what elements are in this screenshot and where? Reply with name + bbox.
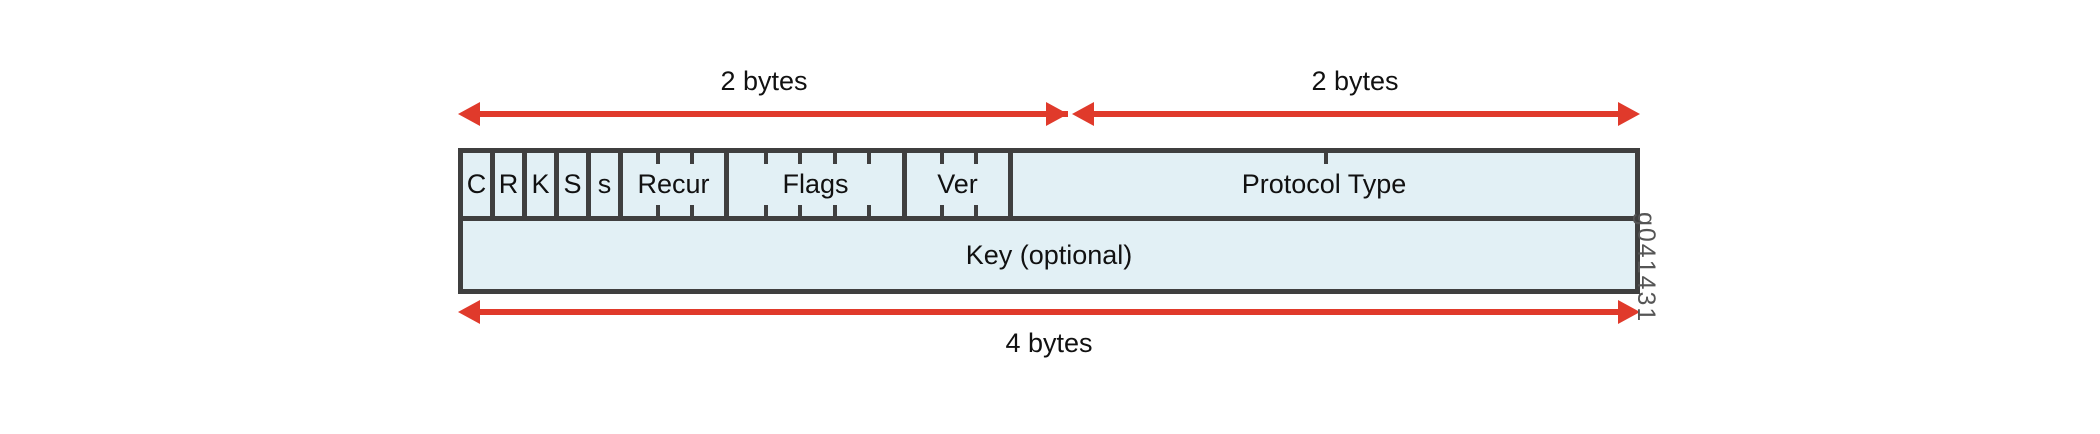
field-label: S (563, 169, 582, 199)
arrow-head-right-icon (1046, 102, 1068, 126)
field-cell-s-upper: S (559, 153, 591, 216)
arrow-head-left-icon (458, 300, 480, 324)
bit-tick-icon (656, 153, 661, 164)
field-cell-ver: Ver (907, 153, 1013, 216)
bit-tick-icon (798, 153, 803, 164)
header-row-key: Key (optional) (463, 221, 1635, 289)
arrow-head-right-icon (1618, 102, 1640, 126)
bit-tick-icon (973, 153, 978, 164)
span-arrow-top-right (1072, 102, 1640, 126)
field-label: C (466, 169, 487, 199)
bit-tick-icon (689, 205, 694, 216)
field-cell-protocol-type: Protocol Type (1013, 153, 1635, 216)
header-row-flags: C R K S s Recur (463, 153, 1635, 221)
field-cell-key: Key (optional) (463, 221, 1635, 289)
bit-tick-icon (798, 205, 803, 216)
bit-tick-icon (940, 153, 945, 164)
bit-tick-icon (1324, 153, 1328, 164)
bit-tick-icon (867, 205, 872, 216)
field-label: Flags (782, 169, 849, 199)
span-label-bottom: 4 bytes (1005, 328, 1093, 358)
figure-id-label: g041431 (1632, 212, 1660, 324)
bit-tick-icon (973, 205, 978, 216)
arrow-shaft (478, 111, 1068, 117)
field-cell-k: K (527, 153, 559, 216)
bit-tick-icon (763, 205, 768, 216)
field-label: Recur (637, 169, 710, 199)
field-label: s (597, 169, 612, 199)
field-cell-c: C (463, 153, 495, 216)
bit-tick-icon (656, 205, 661, 216)
arrow-head-right-icon (1618, 300, 1640, 324)
bit-tick-icon (867, 153, 872, 164)
bit-tick-icon (940, 205, 945, 216)
field-cell-r: R (495, 153, 527, 216)
field-label: R (498, 169, 519, 199)
field-label: Protocol Type (1241, 169, 1407, 199)
field-label: Key (optional) (965, 239, 1133, 270)
bit-tick-icon (763, 153, 768, 164)
bit-tick-icon (689, 153, 694, 164)
field-cell-flags: Flags (729, 153, 907, 216)
bit-tick-icon (832, 205, 837, 216)
arrow-head-left-icon (1072, 102, 1094, 126)
arrow-head-left-icon (458, 102, 480, 126)
span-arrow-bottom (458, 300, 1640, 324)
field-label: Ver (937, 169, 978, 199)
arrow-shaft (478, 309, 1620, 315)
field-cell-s-lower: s (591, 153, 623, 216)
span-arrow-top-left (458, 102, 1068, 126)
gre-header-table: C R K S s Recur (458, 148, 1640, 294)
span-label-top-right: 2 bytes (1311, 66, 1399, 96)
field-cell-recur: Recur (623, 153, 729, 216)
field-label: K (531, 169, 550, 199)
arrow-shaft (1092, 111, 1620, 117)
span-label-top-left: 2 bytes (720, 66, 808, 96)
bit-tick-icon (832, 153, 837, 164)
